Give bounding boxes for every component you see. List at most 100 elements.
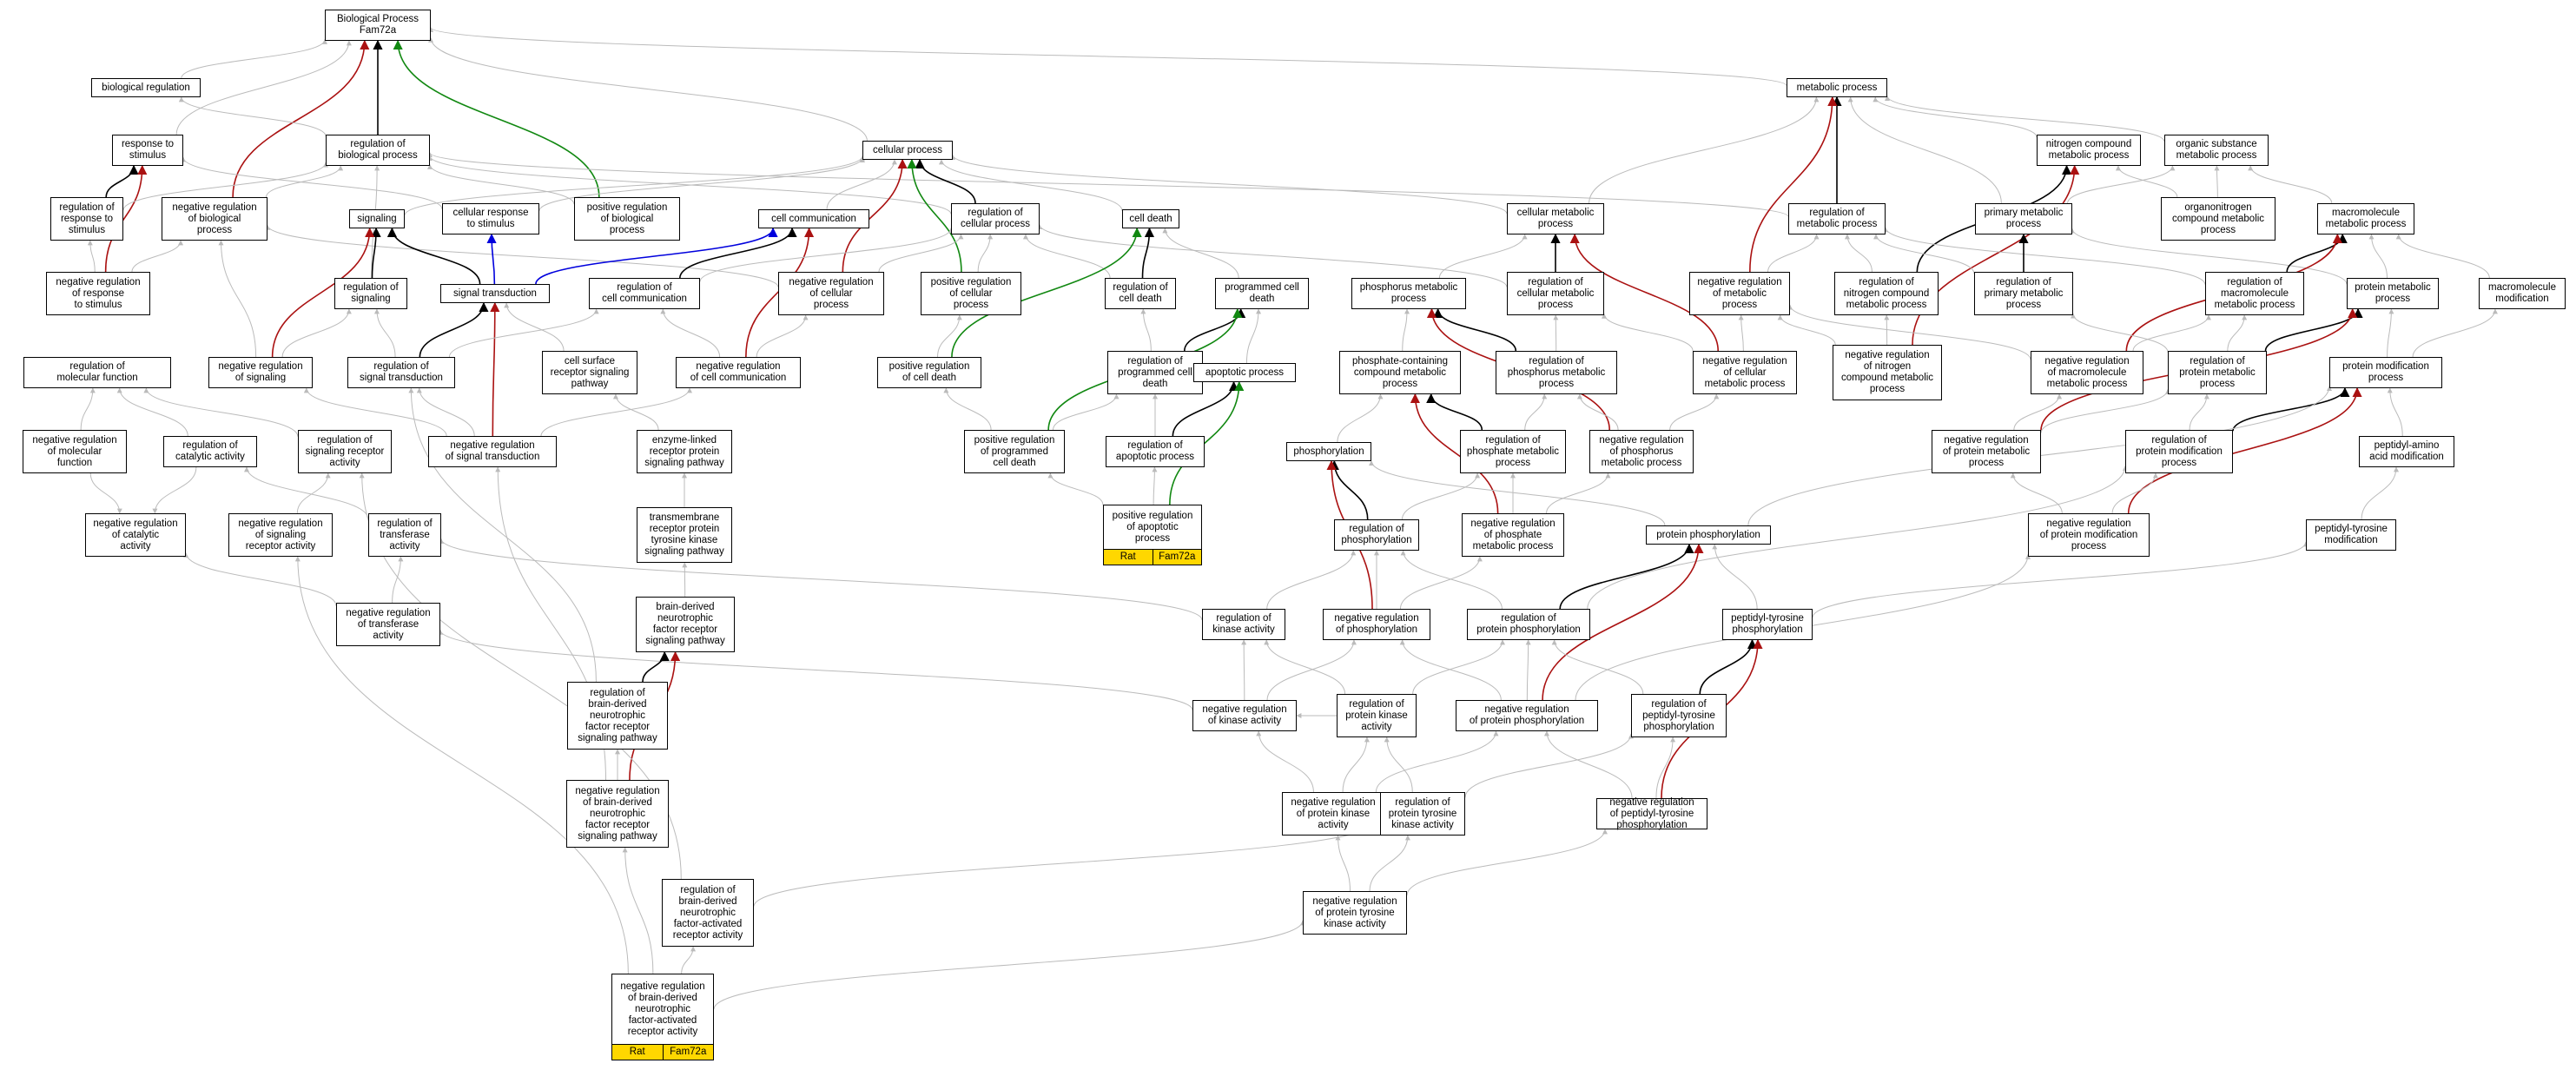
go-term-node-regprim[interactable]: regulation of primary metabolic process	[1974, 272, 2073, 315]
go-term-node-regcelldeath[interactable]: regulation of cell death	[1105, 278, 1176, 309]
go-term-node-bioreg[interactable]: biological regulation	[91, 78, 201, 97]
go-term-node-regprotmet[interactable]: regulation of protein metabolic process	[2168, 351, 2267, 394]
go-term-label: regulation of macromolecule metabolic pr…	[2214, 276, 2295, 310]
go-term-node-negregphosphmet[interactable]: negative regulation of phosphate metabol…	[1462, 513, 1564, 557]
go-term-node-phoscont[interactable]: phosphate-containing compound metabolic …	[1339, 351, 1461, 394]
go-term-node-regphosmet[interactable]: regulation of phosphorus metabolic proce…	[1496, 351, 1617, 394]
go-term-node-regpepttyr[interactable]: regulation of peptidyl-tyrosine phosphor…	[1631, 694, 1727, 737]
go-term-node-resp[interactable]: response to stimulus	[112, 135, 183, 166]
go-term-node-negregcell[interactable]: negative regulation of cellular process	[778, 272, 884, 315]
go-term-node-cellcomm[interactable]: cell communication	[758, 209, 869, 228]
go-term-node-negregnitro[interactable]: negative regulation of nitrogen compound…	[1833, 345, 1942, 400]
go-term-node-posregapop[interactable]: positive regulation of apoptotic process…	[1103, 505, 1202, 565]
go-term-node-protmod[interactable]: protein modification process	[2329, 357, 2442, 388]
go-term-node-regnitro[interactable]: regulation of nitrogen compound metaboli…	[1834, 272, 1939, 315]
go-term-node-apop[interactable]: apoptotic process	[1193, 363, 1296, 382]
go-term-node-negregresp[interactable]: negative regulation of response to stimu…	[46, 272, 150, 315]
go-term-node-negregprotmod[interactable]: negative regulation of protein modificat…	[2028, 513, 2150, 557]
go-term-node-negregsig[interactable]: negative regulation of signaling	[208, 357, 313, 388]
go-term-node-regcatal[interactable]: regulation of catalytic activity	[163, 436, 257, 467]
go-term-node-negregprotmet[interactable]: negative regulation of protein metabolic…	[1932, 430, 2041, 473]
go-term-node-regprotmod[interactable]: regulation of protein modification proce…	[2125, 430, 2233, 473]
go-term-node-cellproc[interactable]: cellular process	[862, 141, 953, 160]
go-term-node-regcellcomm[interactable]: regulation of cell communication	[589, 278, 700, 309]
go-term-node-negregmacro[interactable]: negative regulation of macromolecule met…	[2031, 351, 2143, 394]
go-term-node-cellsurf[interactable]: cell surface receptor signaling pathway	[542, 351, 637, 394]
go-term-node-regcellmet[interactable]: regulation of cellular metabolic process	[1507, 272, 1604, 315]
go-term-node-regmacro[interactable]: regulation of macromolecule metabolic pr…	[2205, 272, 2304, 315]
go-term-node-regmet[interactable]: regulation of metabolic process	[1788, 203, 1886, 234]
go-term-node-phosph[interactable]: phosphorylation	[1286, 442, 1371, 461]
go-term-node-bdnf[interactable]: brain-derived neurotrophic factor recept…	[636, 597, 735, 652]
go-term-node-regsigrec[interactable]: regulation of signaling receptor activit…	[298, 430, 392, 473]
go-term-node-regprotkin[interactable]: regulation of protein kinase activity	[1337, 694, 1417, 737]
go-term-node-nitro[interactable]: nitrogen compound metabolic process	[2037, 135, 2141, 166]
go-term-node-peptamino[interactable]: peptidyl-amino acid modification	[2359, 436, 2454, 467]
go-term-node-negregpepttyr[interactable]: negative regulation of peptidyl-tyrosine…	[1596, 797, 1707, 830]
go-term-node-regpcd[interactable]: regulation of programmed cell death	[1107, 351, 1203, 394]
go-term-node-regmolfunc[interactable]: regulation of molecular function	[23, 357, 171, 388]
go-term-node-negregcellmet[interactable]: negative regulation of cellular metaboli…	[1693, 351, 1797, 394]
go-term-node-negregtrans[interactable]: negative regulation of transferase activ…	[336, 603, 440, 646]
go-term-node-negregbdnf[interactable]: negative regulation of brain-derived neu…	[566, 780, 669, 848]
edge-regsigtrans-is_a-regsig	[373, 308, 396, 358]
go-term-node-protphos[interactable]: protein phosphorylation	[1646, 525, 1771, 545]
go-term-node-posregcelldeath[interactable]: positive regulation of cell death	[877, 357, 981, 388]
go-term-node-negregcellcomm[interactable]: negative regulation of cell communicatio…	[676, 357, 801, 388]
go-term-node-orgsub[interactable]: organic substance metabolic process	[2164, 135, 2269, 166]
go-term-node-regphosphmet[interactable]: regulation of phosphate metabolic proces…	[1460, 430, 1566, 473]
go-term-node-regresp[interactable]: regulation of response to stimulus	[50, 197, 123, 241]
go-term-node-macromod[interactable]: macromolecule modification	[2479, 278, 2566, 309]
go-term-node-negregprotphos[interactable]: negative regulation of protein phosphory…	[1456, 700, 1598, 731]
go-term-node-regprotphos[interactable]: regulation of protein phosphorylation	[1467, 609, 1590, 640]
go-term-node-negregsigrec[interactable]: negative regulation of signaling recepto…	[228, 513, 333, 557]
go-term-node-posregpcd[interactable]: positive regulation of programmed cell d…	[964, 430, 1065, 473]
go-term-node-pepttyr[interactable]: peptidyl-tyrosine modification	[2306, 519, 2396, 551]
go-term-node-regphosph[interactable]: regulation of phosphorylation	[1334, 519, 1419, 551]
go-term-node-negregphosmet[interactable]: negative regulation of phosphorus metabo…	[1589, 430, 1694, 473]
go-term-node-regbio[interactable]: regulation of biological process	[326, 135, 430, 166]
go-term-node-negregbio[interactable]: negative regulation of biological proces…	[162, 197, 268, 241]
go-term-node-negregprotkin[interactable]: negative regulation of protein kinase ac…	[1282, 792, 1384, 836]
go-term-node-cellresp[interactable]: cellular response to stimulus	[442, 203, 539, 234]
go-term-node-negregcatal[interactable]: negative regulation of catalytic activit…	[85, 513, 186, 557]
go-term-label: negative regulation of protein metabolic…	[1942, 434, 2031, 468]
go-term-node-negregkin[interactable]: negative regulation of kinase activity	[1192, 700, 1297, 731]
go-term-node-negregsigtrans[interactable]: negative regulation of signal transducti…	[428, 436, 557, 467]
go-term-node-regsigtrans[interactable]: regulation of signal transduction	[347, 357, 455, 388]
go-term-node-celldeath[interactable]: cell death	[1122, 209, 1179, 228]
go-term-node-pepttyrphos[interactable]: peptidyl-tyrosine phosphorylation	[1722, 609, 1813, 640]
go-term-node-regbdnfact[interactable]: regulation of brain-derived neurotrophic…	[662, 879, 754, 947]
go-term-node-pcd[interactable]: programmed cell death	[1215, 278, 1309, 309]
go-term-label: regulation of cellular process	[961, 208, 1030, 229]
edge-negregtrans-is_a-regtrans	[392, 556, 404, 604]
go-term-node-negregmet[interactable]: negative regulation of metabolic process	[1689, 272, 1790, 315]
go-term-node-metab[interactable]: metabolic process	[1787, 78, 1887, 97]
go-term-node-regbdnf[interactable]: regulation of brain-derived neurotrophic…	[567, 682, 668, 750]
go-term-node-negregprottyr[interactable]: negative regulation of protein tyrosine …	[1303, 891, 1407, 935]
go-term-node-posregbio[interactable]: positive regulation of biological proces…	[574, 197, 680, 241]
go-term-node-cellmet[interactable]: cellular metabolic process	[1507, 203, 1604, 234]
go-term-node-orgnitro[interactable]: organonitrogen compound metabolic proces…	[2161, 197, 2275, 241]
edge-negregkin-is_a-negregtrans	[438, 629, 1193, 710]
go-term-node-regcell[interactable]: regulation of cellular process	[951, 203, 1040, 234]
go-term-node-regtrans[interactable]: regulation of transferase activity	[368, 513, 441, 557]
go-term-node-negregmolfunc[interactable]: negative regulation of molecular functio…	[23, 430, 127, 473]
go-term-node-phosmet[interactable]: phosphorus metabolic process	[1351, 278, 1466, 309]
go-term-node-protmet[interactable]: protein metabolic process	[2347, 278, 2439, 309]
go-term-node-bp[interactable]: Biological Process Fam72a	[325, 10, 431, 41]
go-term-node-negregbdnfact[interactable]: negative regulation of brain-derived neu…	[611, 974, 714, 1060]
go-term-node-regsig[interactable]: regulation of signaling	[334, 278, 407, 309]
go-term-node-regapop[interactable]: regulation of apoptotic process	[1106, 436, 1205, 467]
go-term-node-posregcell[interactable]: positive regulation of cellular process	[921, 272, 1021, 315]
go-term-node-negregphosph[interactable]: negative regulation of phosphorylation	[1323, 609, 1430, 640]
go-term-node-transmem[interactable]: transmembrane receptor protein tyrosine …	[637, 507, 732, 563]
go-term-node-regprottyr[interactable]: regulation of protein tyrosine kinase ac…	[1380, 792, 1465, 836]
edge-negregphosph-is_a-negregphosphmet	[1399, 556, 1483, 610]
go-term-node-macromet[interactable]: macromolecule metabolic process	[2317, 203, 2414, 234]
go-term-node-enzyme[interactable]: enzyme-linked receptor protein signaling…	[637, 430, 732, 473]
go-term-node-sigtrans[interactable]: signal transduction	[440, 284, 550, 303]
go-term-node-primmet[interactable]: primary metabolic process	[1975, 203, 2072, 234]
go-term-node-regkin[interactable]: regulation of kinase activity	[1202, 609, 1285, 640]
go-term-node-signaling[interactable]: signaling	[349, 209, 405, 228]
